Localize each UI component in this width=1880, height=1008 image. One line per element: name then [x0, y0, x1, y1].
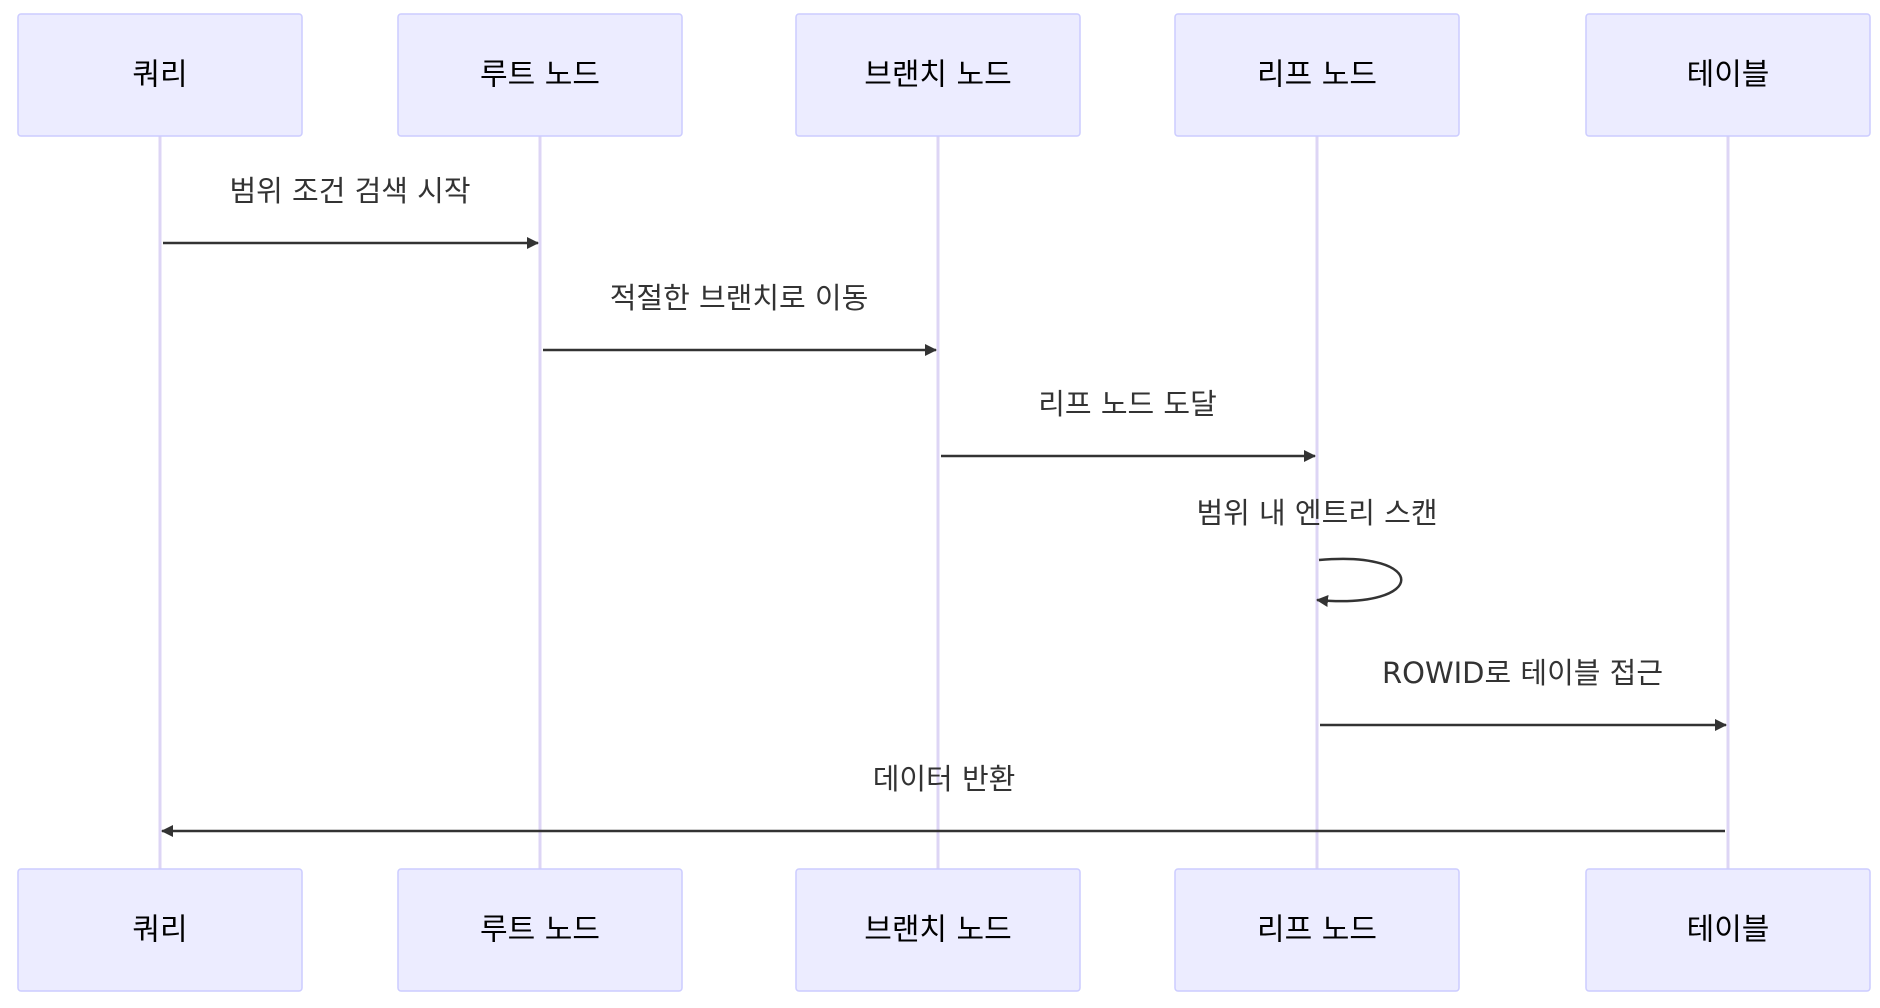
message-2: 적절한 브랜치로 이동 — [543, 281, 937, 356]
message-label: 적절한 브랜치로 이동 — [610, 281, 869, 315]
message-5: ROWID로 테이블 접근 — [1320, 656, 1727, 731]
participant-box — [17, 13, 303, 137]
participant-top-leaf: 리프 노드 — [1174, 13, 1460, 137]
participant-label: 리프 노드 — [1257, 913, 1377, 948]
participant-box — [1585, 868, 1871, 992]
participant-box — [397, 13, 683, 137]
participant-bottom-table: 테이블 — [1585, 868, 1871, 992]
message-4: 범위 내 엔트리 스캔 — [1196, 496, 1438, 607]
message-label: 범위 내 엔트리 스캔 — [1196, 496, 1437, 530]
message-label: 범위 조건 검색 시작 — [229, 174, 470, 208]
participant-label: 쿼리 — [132, 913, 187, 948]
lifelines — [158, 136, 1730, 869]
participant-top-branch: 브랜치 노드 — [795, 13, 1081, 137]
participant-top-root: 루트 노드 — [397, 13, 683, 137]
participant-box — [795, 868, 1081, 992]
participant-box — [1174, 868, 1460, 992]
participant-bottom-leaf: 리프 노드 — [1174, 868, 1460, 992]
participant-bottom-root: 루트 노드 — [397, 868, 683, 992]
participant-label: 테이블 — [1687, 913, 1770, 948]
participant-label: 쿼리 — [132, 58, 187, 93]
message-1: 범위 조건 검색 시작 — [163, 174, 539, 249]
participant-box — [795, 13, 1081, 137]
message-label: 리프 노드 도달 — [1038, 387, 1217, 421]
message-label: ROWID로 테이블 접근 — [1382, 656, 1663, 690]
participant-top-table: 테이블 — [1585, 13, 1871, 137]
participant-top-query: 쿼리 — [17, 13, 303, 137]
participant-box — [1174, 13, 1460, 137]
message-label: 데이터 반환 — [873, 762, 1016, 796]
participant-label: 브랜치 노드 — [864, 58, 1012, 93]
participant-bottom-branch: 브랜치 노드 — [795, 868, 1081, 992]
participant-box — [17, 868, 303, 992]
participant-bottom-query: 쿼리 — [17, 868, 303, 992]
message-3: 리프 노드 도달 — [941, 387, 1316, 462]
participant-box — [1585, 13, 1871, 137]
participant-label: 루트 노드 — [480, 58, 600, 93]
message-arrow-self — [1316, 557, 1403, 607]
participant-label: 브랜치 노드 — [864, 913, 1012, 948]
participant-box — [397, 868, 683, 992]
participant-label: 테이블 — [1687, 58, 1770, 93]
participant-label: 루트 노드 — [480, 913, 600, 948]
participant-label: 리프 노드 — [1257, 58, 1377, 93]
message-6: 데이터 반환 — [161, 762, 1725, 837]
